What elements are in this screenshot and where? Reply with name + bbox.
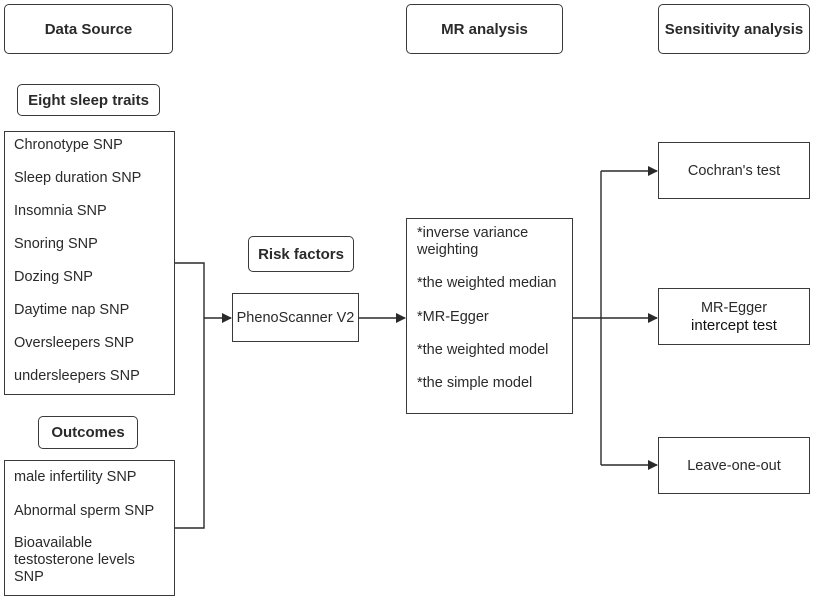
mr-method-mr-egger: *MR-Egger: [417, 309, 489, 325]
list-item: Bioavailable testosterone levels SNP: [14, 535, 135, 585]
list-item: Snoring SNP: [14, 236, 98, 252]
header-sensitivity-analysis-text: Sensitivity analysis: [664, 20, 804, 38]
label-risk-factors-text: Risk factors: [258, 245, 344, 263]
leave-one-out-box: Leave-one-out: [658, 437, 810, 494]
sleep-traits-list: Chronotype SNP Sleep duration SNP Insomn…: [4, 131, 175, 395]
label-outcomes: Outcomes: [38, 416, 138, 449]
list-item: male infertility SNP: [14, 469, 137, 485]
cochran-test-text: Cochran's test: [687, 162, 781, 179]
phenoscanner-text: PhenoScanner V2: [236, 309, 355, 326]
mr-egger-line2: intercept test: [691, 316, 777, 334]
mr-method-simple-model: *the simple model: [417, 375, 533, 391]
label-eight-sleep-traits: Eight sleep traits: [17, 84, 160, 116]
header-data-source: Data Source: [4, 4, 173, 54]
list-item: Chronotype SNP: [14, 137, 123, 153]
list-item: Sleep duration SNP: [14, 170, 142, 186]
sleep-traits-connector: [175, 262, 205, 529]
mr-method-weighted-median: *the weighted median: [417, 275, 557, 291]
mr-method-weighted-model: *the weighted model: [417, 342, 549, 358]
mr-methods-box: *inverse variance weighting *the weighte…: [406, 218, 573, 414]
mr-method-ivw: *inverse variance weighting: [417, 225, 529, 258]
list-item: Oversleepers SNP: [14, 335, 135, 351]
list-item: Abnormal sperm SNP: [14, 503, 155, 519]
header-mr-analysis-text: MR analysis: [441, 20, 528, 38]
mr-egger-line1: MR-Egger: [700, 299, 768, 316]
header-sensitivity-analysis: Sensitivity analysis: [658, 4, 810, 54]
list-item: undersleepers SNP: [14, 368, 140, 384]
list-item: Insomnia SNP: [14, 203, 107, 219]
list-item: Dozing SNP: [14, 269, 93, 285]
label-eight-sleep-traits-text: Eight sleep traits: [28, 91, 149, 109]
cochran-test-box: Cochran's test: [658, 142, 810, 199]
mr-egger-intercept-box: MR-Egger intercept test: [658, 288, 810, 345]
list-item: Daytime nap SNP: [14, 302, 130, 318]
outcomes-list: male infertility SNP Abnormal sperm SNP …: [4, 460, 175, 596]
label-outcomes-text: Outcomes: [51, 424, 125, 441]
header-data-source-text: Data Source: [44, 20, 133, 38]
header-mr-analysis: MR analysis: [406, 4, 563, 54]
label-risk-factors: Risk factors: [248, 236, 354, 272]
leave-one-out-text: Leave-one-out: [687, 457, 781, 474]
phenoscanner-box: PhenoScanner V2: [232, 293, 359, 342]
